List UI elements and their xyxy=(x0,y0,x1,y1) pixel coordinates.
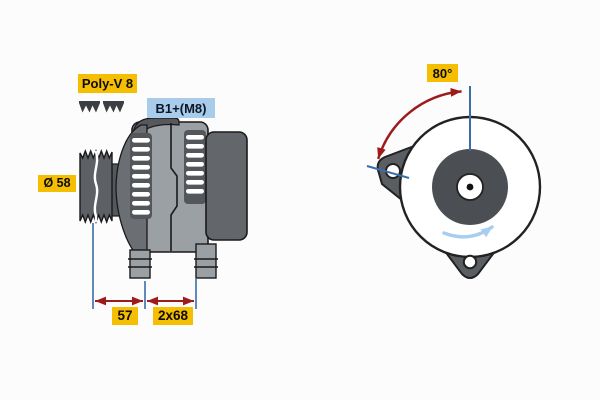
terminal-label: B1+(M8) xyxy=(147,98,215,118)
rear-cover xyxy=(205,131,248,241)
rotation-arrow-icon xyxy=(442,225,494,239)
dimension-label-57: 57 xyxy=(112,307,138,325)
mounting-foot-front xyxy=(128,249,152,279)
side-view xyxy=(79,101,248,309)
belt-type-label: Poly-V 8 xyxy=(78,74,137,93)
vent-slots-front xyxy=(130,133,152,219)
front-bracket-cap xyxy=(132,117,180,137)
mounting-angle-label: 80° xyxy=(427,64,458,82)
front-view xyxy=(366,86,542,279)
angle-arc-arrow xyxy=(377,87,462,160)
dimension-label-2x68: 2x68 xyxy=(153,307,193,325)
pulley-diameter-label: Ø 58 xyxy=(38,175,76,192)
mounting-foot-rear xyxy=(194,243,218,279)
vent-slots-rear xyxy=(184,130,206,204)
shaft-center-dot xyxy=(466,183,474,191)
pulley-break-line xyxy=(93,150,99,223)
belt-profile-icon xyxy=(79,101,124,113)
housing-seam xyxy=(170,123,178,251)
angle-reference-lines xyxy=(366,86,471,179)
lug-hole-bottom xyxy=(462,254,478,270)
dimension-extension-lines xyxy=(92,223,197,309)
